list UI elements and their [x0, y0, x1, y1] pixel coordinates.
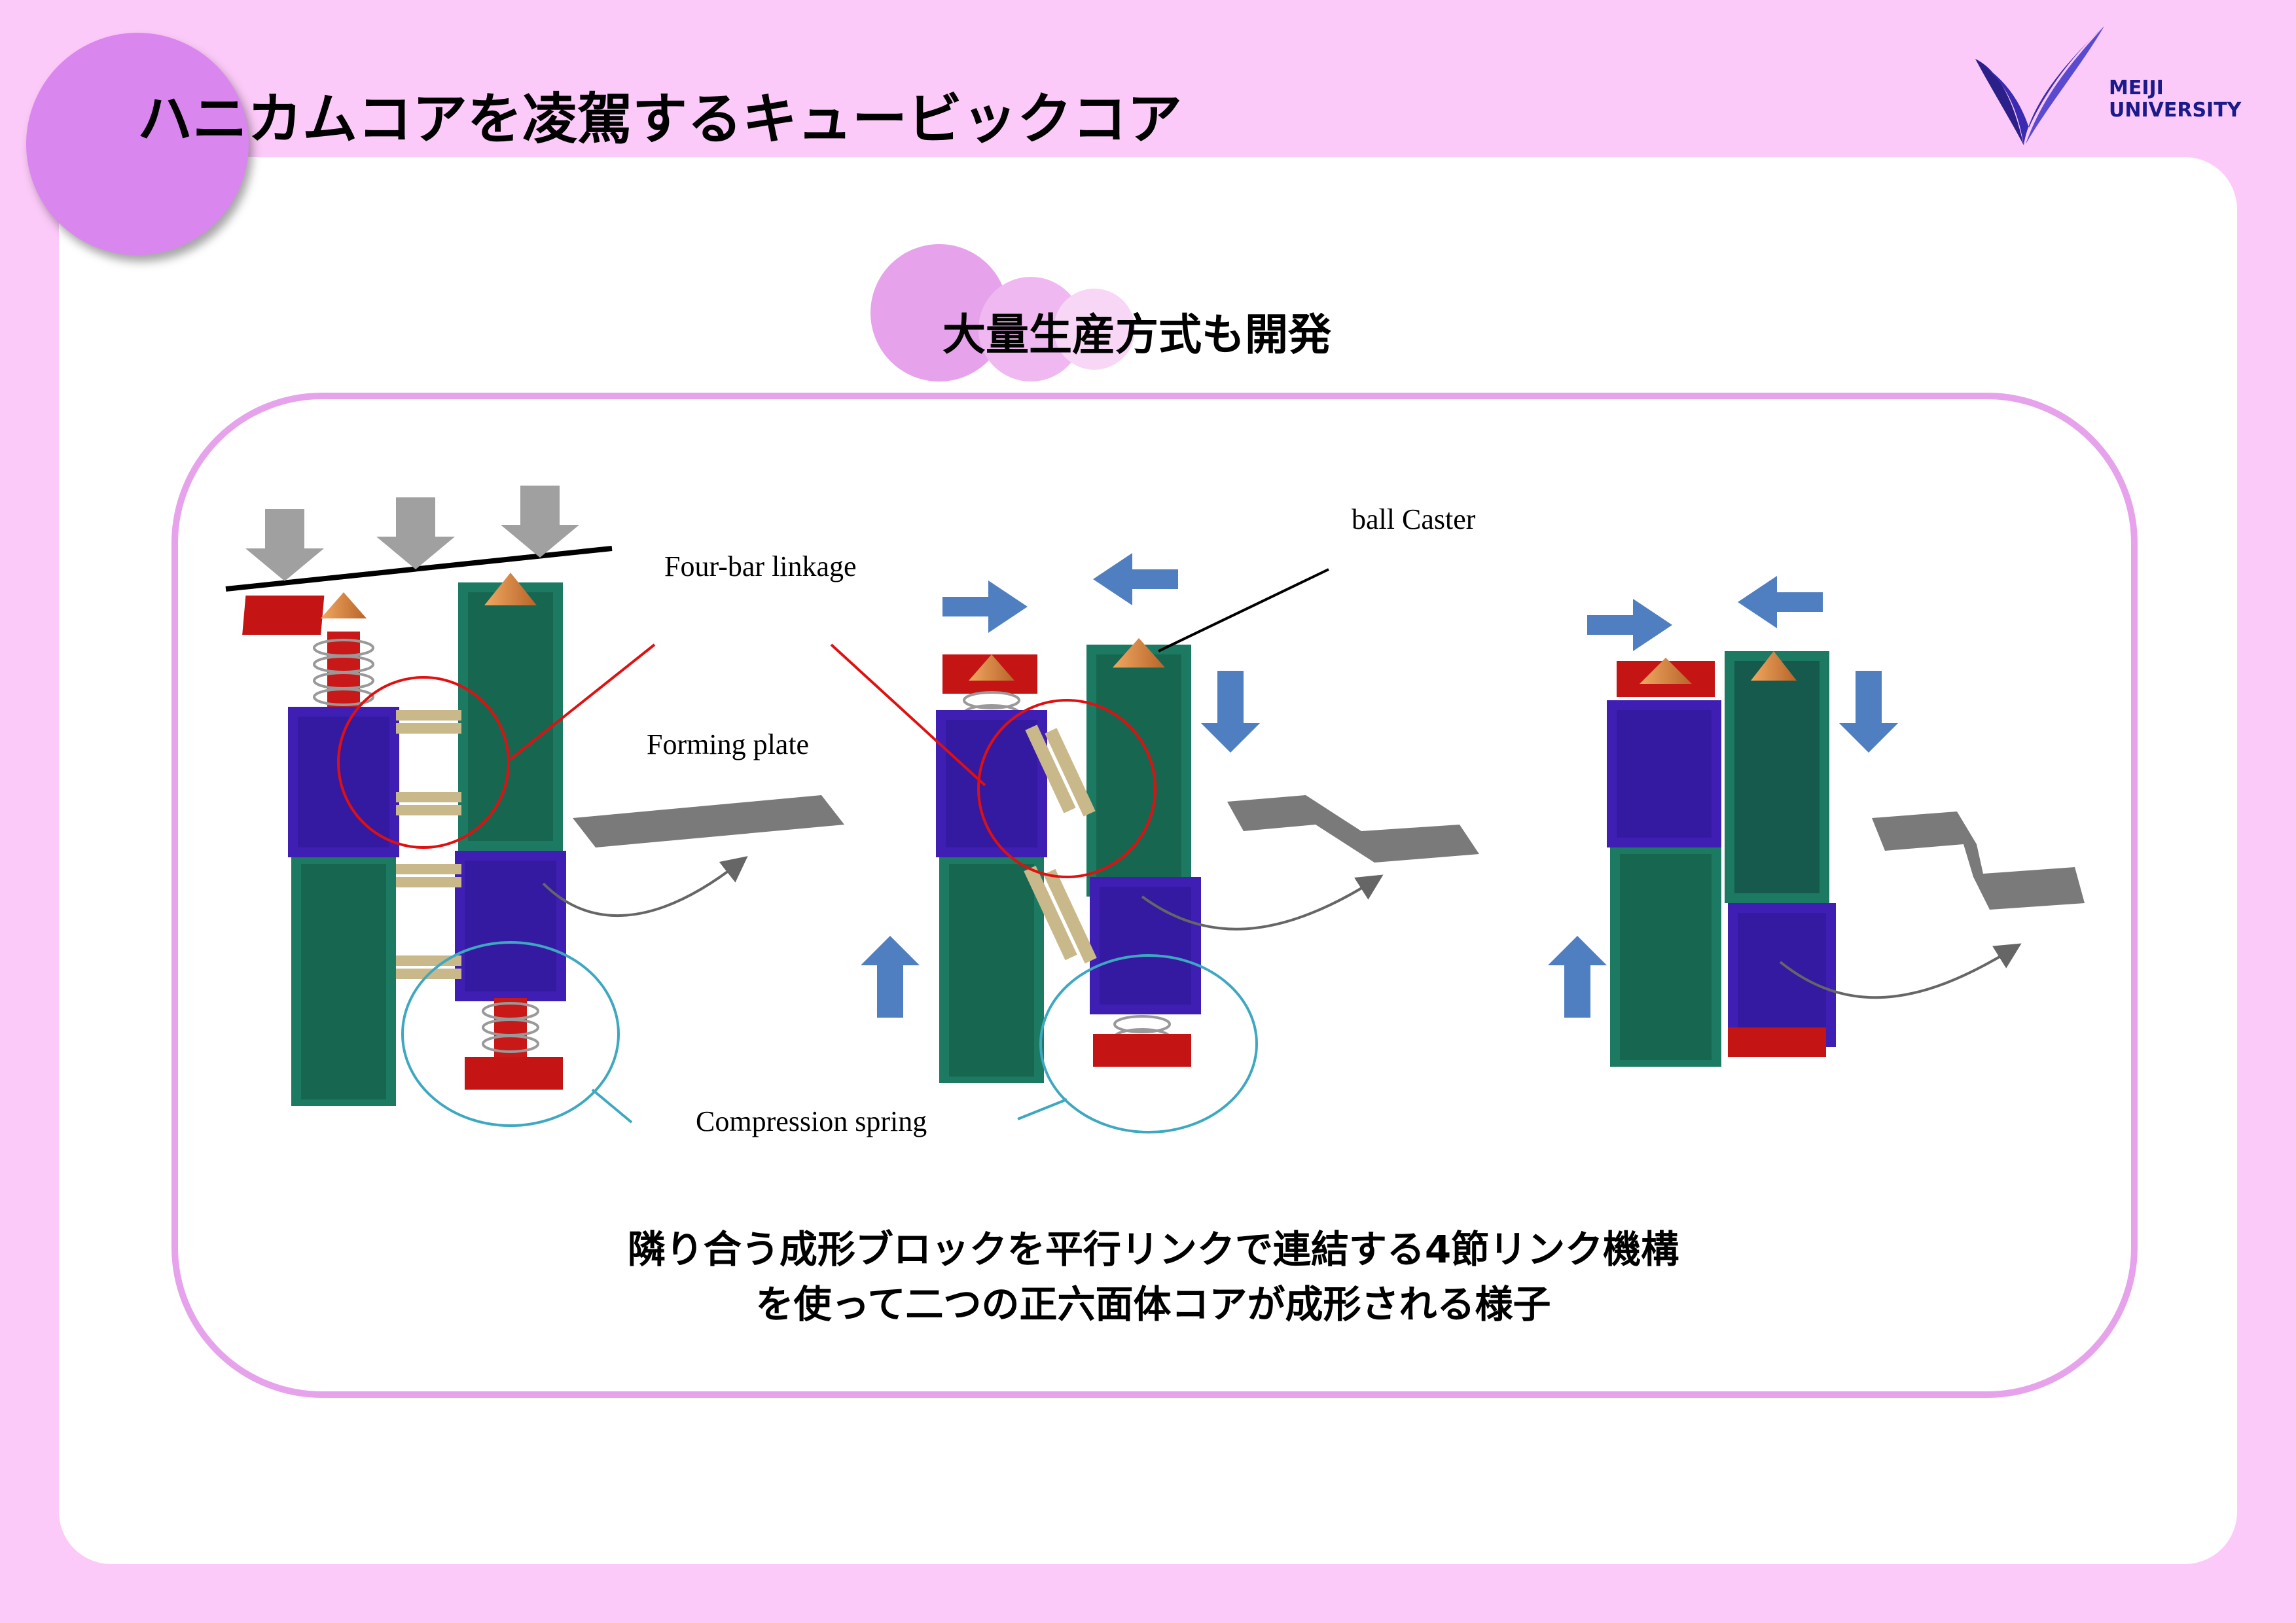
- stage-1: [225, 486, 844, 1127]
- four-bar-circle-2: [977, 699, 1157, 878]
- stage-3: [1548, 576, 2085, 1067]
- logo-line2: UNIVERSITY: [2109, 99, 2242, 122]
- subtitle: 大量生産方式も開発: [942, 310, 1331, 360]
- stage-2: [830, 553, 1479, 1133]
- four-bar-linkage-label: Four-bar linkage: [664, 550, 857, 582]
- ball-caster-label: ball Caster: [1352, 503, 1476, 535]
- meiji-university-logo: [1975, 26, 2104, 145]
- compression-spring-label: Compression spring: [696, 1105, 927, 1137]
- logo-line1: MEIJI: [2109, 77, 2164, 99]
- ball-caster-pointer: [1158, 568, 1329, 652]
- page-title: ハニカムコアを凌駕するキュービックコア: [137, 87, 1183, 151]
- caption-line-1: 隣り合う成形ブロックを平行リンクで連結する4節リンク機構: [627, 1227, 1679, 1272]
- caption-line-2: を使って二つの正六面体コアが成形される様子: [755, 1282, 1551, 1327]
- stage3-blue-arrows: [1548, 576, 1898, 1018]
- forming-plate-label: Forming plate: [647, 728, 810, 760]
- title-circle: [26, 33, 249, 255]
- four-bar-circle-1: [337, 676, 510, 849]
- press-arrows-gray: [245, 486, 579, 581]
- spring-circle-2: [1039, 954, 1258, 1133]
- press-plate-line: [225, 546, 613, 592]
- spring-circle-1: [401, 941, 620, 1127]
- stage2-blue-arrows: [861, 553, 1260, 1018]
- logo-text: MEIJI UNIVERSITY: [2109, 77, 2241, 122]
